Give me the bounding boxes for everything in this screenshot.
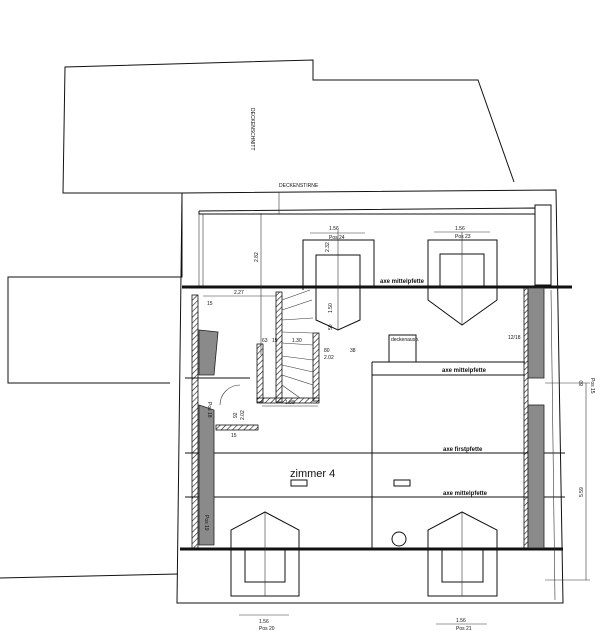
dim-50: 50 — [328, 324, 334, 330]
dim-80: 80 — [324, 348, 330, 354]
ceiling-edge — [198, 207, 536, 215]
outer-wall — [176, 189, 564, 604]
stair-wall — [256, 343, 264, 403]
deckenausp-label: deckenausp. — [391, 337, 419, 343]
right-outer-line — [550, 289, 556, 601]
dim-1-56-pos24: 1.56 — [329, 226, 339, 232]
pos-15-label: Pos 15 — [589, 378, 595, 394]
door-wall — [215, 424, 259, 431]
right-wall-insulation — [527, 287, 545, 379]
dim-63: 63 — [262, 338, 268, 344]
dim-2-27: 2.27 — [234, 290, 244, 296]
dim-1-56-pos23: 1.56 — [455, 226, 465, 232]
dim-15-door: 15 — [231, 433, 237, 439]
dim-5-59: 5.59 — [579, 487, 585, 497]
deckenstirne-label: DECKENSTIRNE — [279, 183, 319, 189]
dim-2-02: 2.02 — [324, 355, 334, 361]
dormer-pos-20 — [230, 511, 300, 597]
dim-1-30: 1.30 — [292, 338, 302, 344]
deckenausp-box — [388, 334, 417, 363]
dim-12-18: 12/18 — [508, 335, 521, 341]
dim-15-stair: 15 — [272, 338, 278, 344]
dormer-pos-23 — [427, 232, 498, 326]
dimension-lines — [203, 192, 590, 625]
axe-mittelpfette-top-label: axe mittelpfette — [380, 279, 425, 285]
pos-23-label: Pos 23 — [455, 234, 471, 240]
stair-wall — [312, 332, 320, 402]
dim-80-right: 80 — [579, 380, 585, 386]
dim-2-32: 2.32 — [325, 242, 331, 252]
dormer-pos-24 — [302, 230, 375, 331]
dim-door-2-02: 2.02 — [240, 410, 246, 420]
right-wall — [523, 287, 529, 549]
pos-24-label: Pos 24 — [329, 235, 345, 241]
pos-20-label: Pos 20 — [259, 626, 275, 632]
dim-2-82: 2.82 — [254, 252, 260, 262]
pos-19-label: Pos 19 — [203, 515, 209, 531]
dim-1-50: 1.50 — [328, 303, 334, 313]
door-swing — [219, 384, 241, 406]
dim-92: 92 — [233, 412, 239, 418]
dim-38: 38 — [350, 348, 356, 354]
chimney — [534, 204, 552, 286]
right-wall-insulation-lower — [527, 404, 545, 549]
stair-wall — [275, 291, 283, 403]
axe-mittelpfette-low-label: axe mittelpfette — [443, 491, 488, 497]
pos-21-label: Pos 21 — [456, 626, 472, 632]
ground-line — [0, 573, 179, 579]
stair-treads — [281, 289, 314, 399]
pos-18-label: Pos 18 — [206, 402, 212, 418]
room-tag-2 — [393, 479, 411, 487]
left-wall — [191, 294, 199, 551]
room-name: zimmer 4 — [290, 468, 335, 480]
room-tag — [290, 479, 308, 487]
site-outline — [7, 193, 183, 384]
axe-mittelpfette-mid-label: axe mittelpfette — [442, 368, 487, 374]
dim-1-56-pos20: 1.56 — [259, 619, 269, 625]
dim-15-left: 15 — [207, 301, 213, 307]
left-wall-insulation — [198, 329, 219, 376]
left-wall-insulation-lower — [198, 404, 215, 546]
deckenschnitt-label: DECKENSCHNITT — [249, 108, 255, 151]
axe-firstpfette-label: axe firstpfette — [443, 447, 483, 453]
column — [391, 531, 407, 547]
dim-1-56-pos21: 1.56 — [456, 618, 466, 624]
roof-outline — [62, 59, 515, 194]
dim-1-88: 1.88 — [285, 400, 295, 406]
dormer-pos-21 — [427, 511, 498, 597]
